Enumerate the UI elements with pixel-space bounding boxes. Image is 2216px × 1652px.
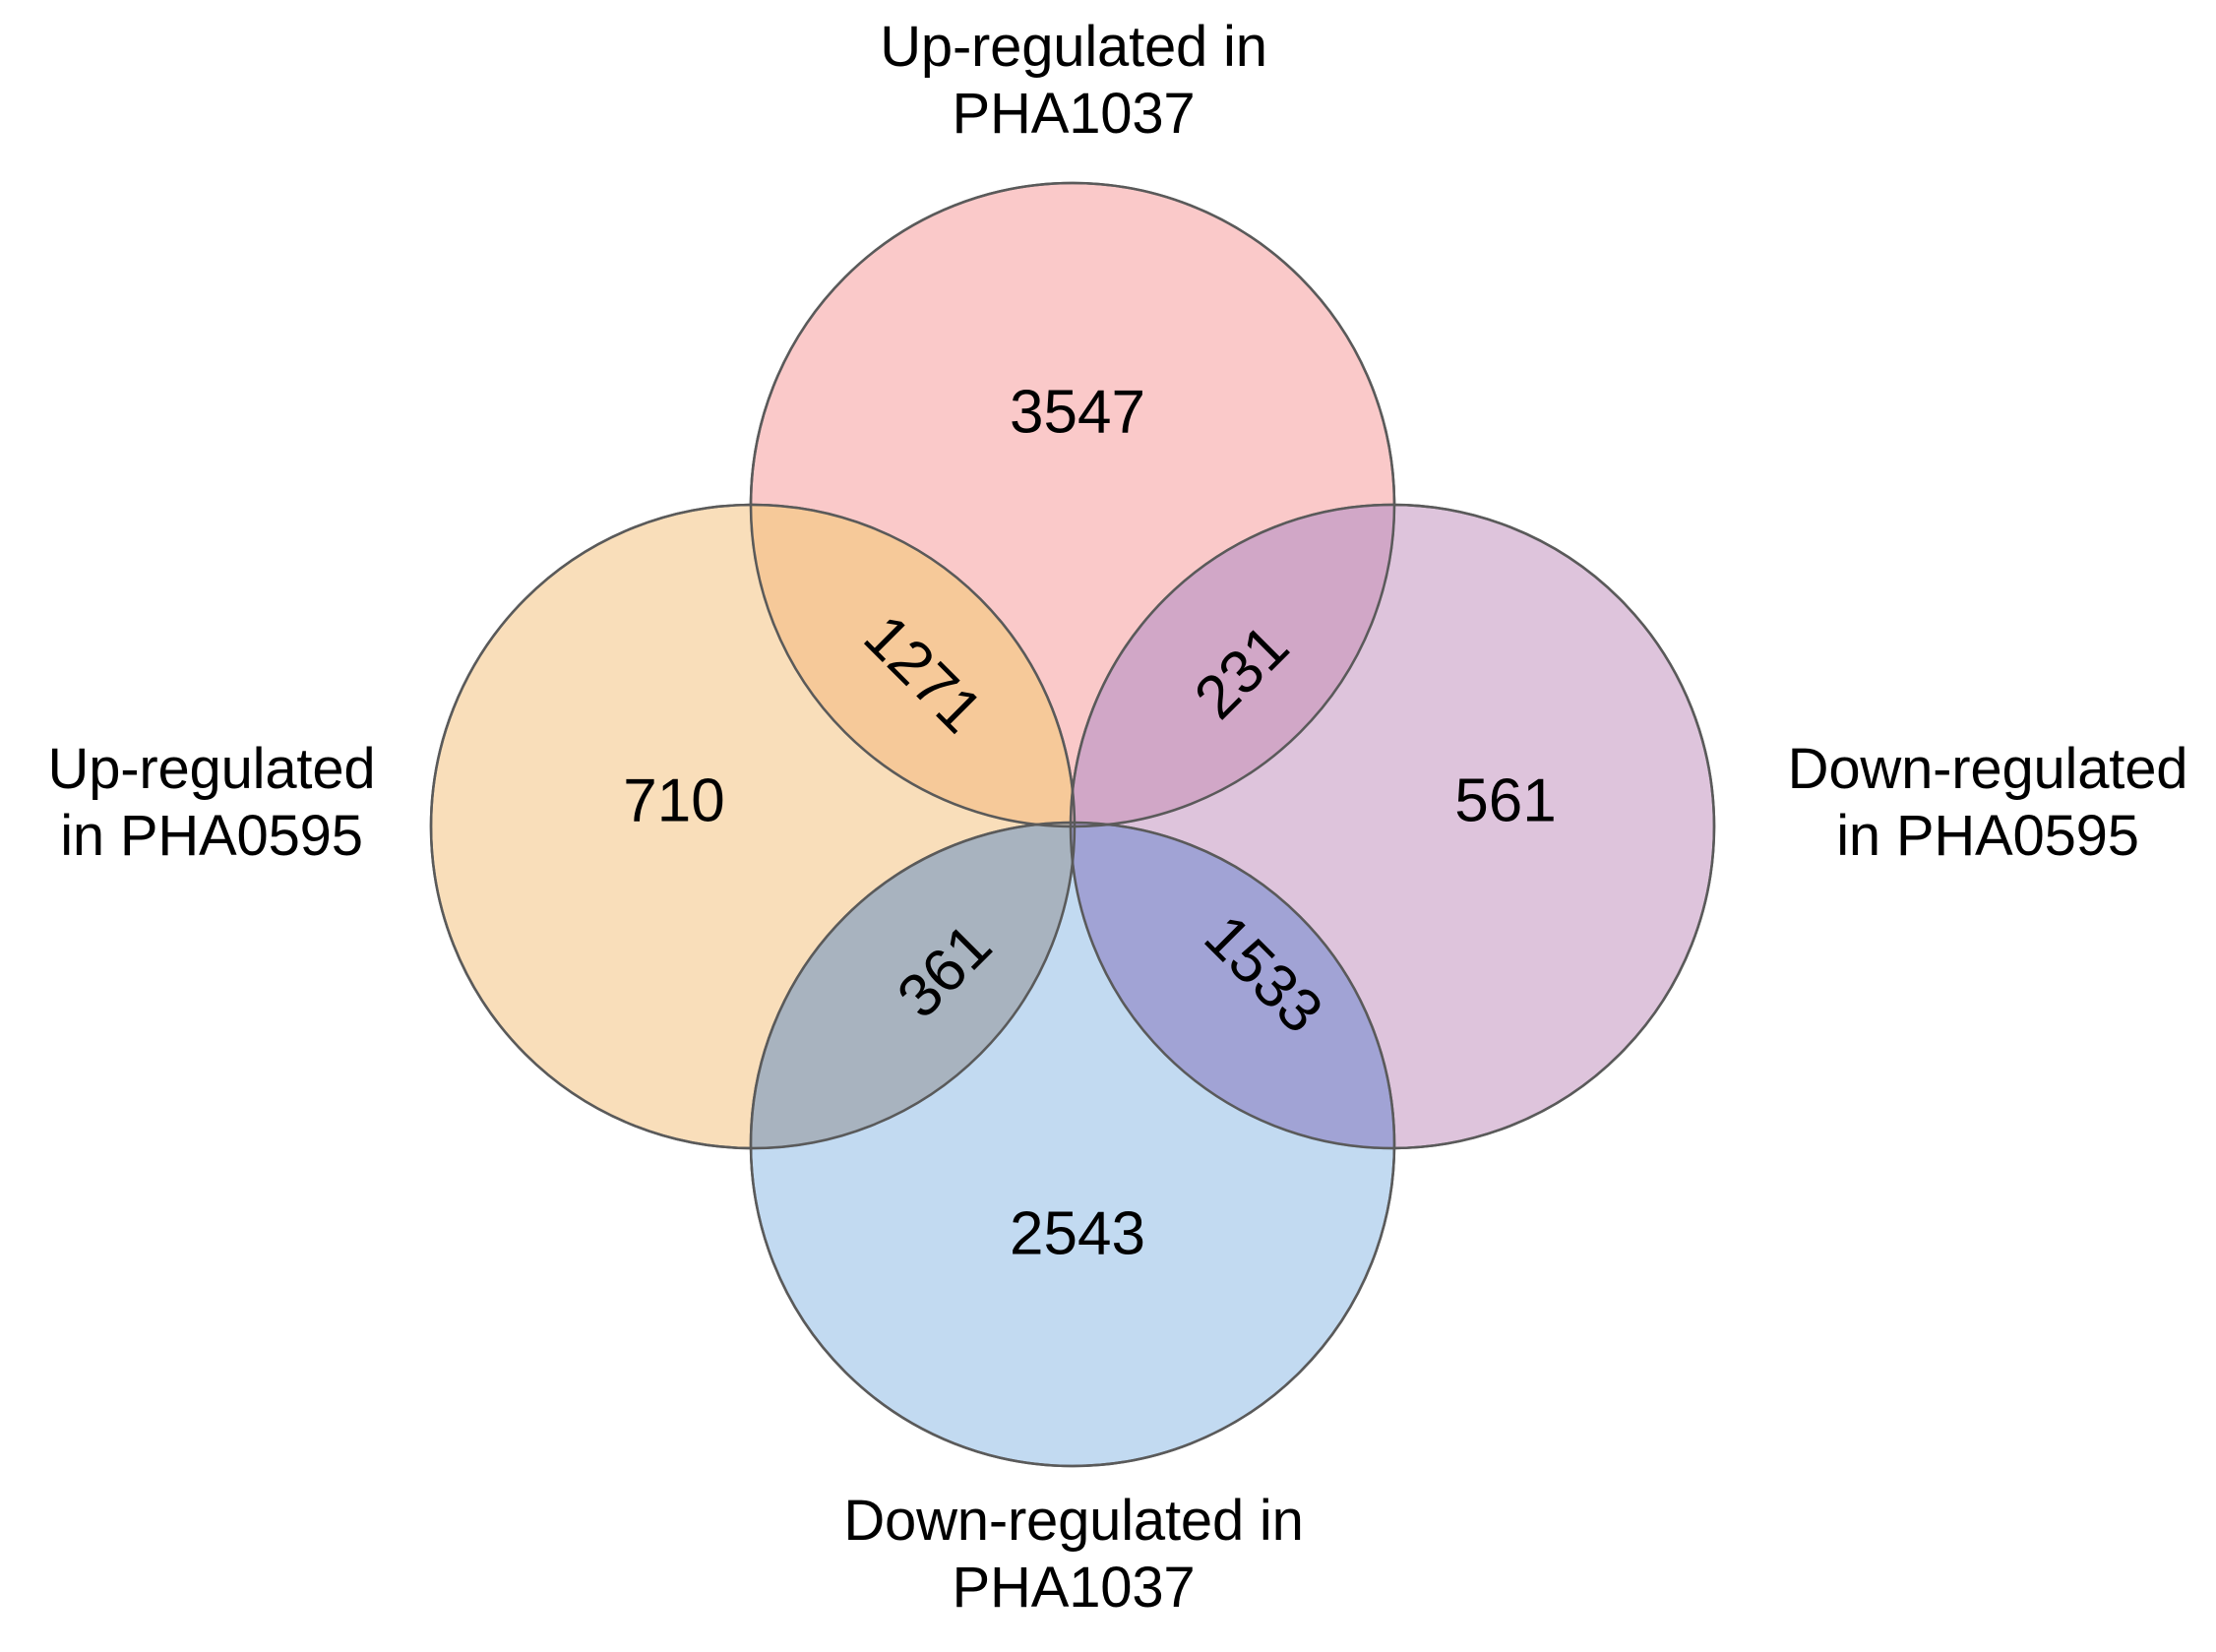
- count-left-only: 710: [623, 766, 724, 834]
- set-label-up-regulated-pha1037: Up-regulated in PHA1037: [880, 15, 1267, 147]
- set-label-down-regulated-pha0595: Down-regulated in PHA0595: [1787, 737, 2188, 869]
- outline-bottom-circle: [749, 821, 1396, 1468]
- venn-set-outlines: [429, 181, 1716, 1468]
- set-label-up-regulated-pha0595: Up-regulated in PHA0595: [47, 737, 376, 869]
- overlap-top-right: [1071, 505, 1394, 826]
- count-bottom-only: 2543: [1010, 1199, 1145, 1267]
- count-right-only: 561: [1454, 766, 1556, 834]
- outline-left-circle: [429, 503, 1077, 1150]
- outline-right-circle: [1069, 503, 1716, 1150]
- set-label-down-regulated-pha1037: Down-regulated in PHA1037: [843, 1489, 1304, 1621]
- count-top-only: 3547: [1010, 378, 1145, 446]
- overlap-top-left: [751, 505, 1075, 826]
